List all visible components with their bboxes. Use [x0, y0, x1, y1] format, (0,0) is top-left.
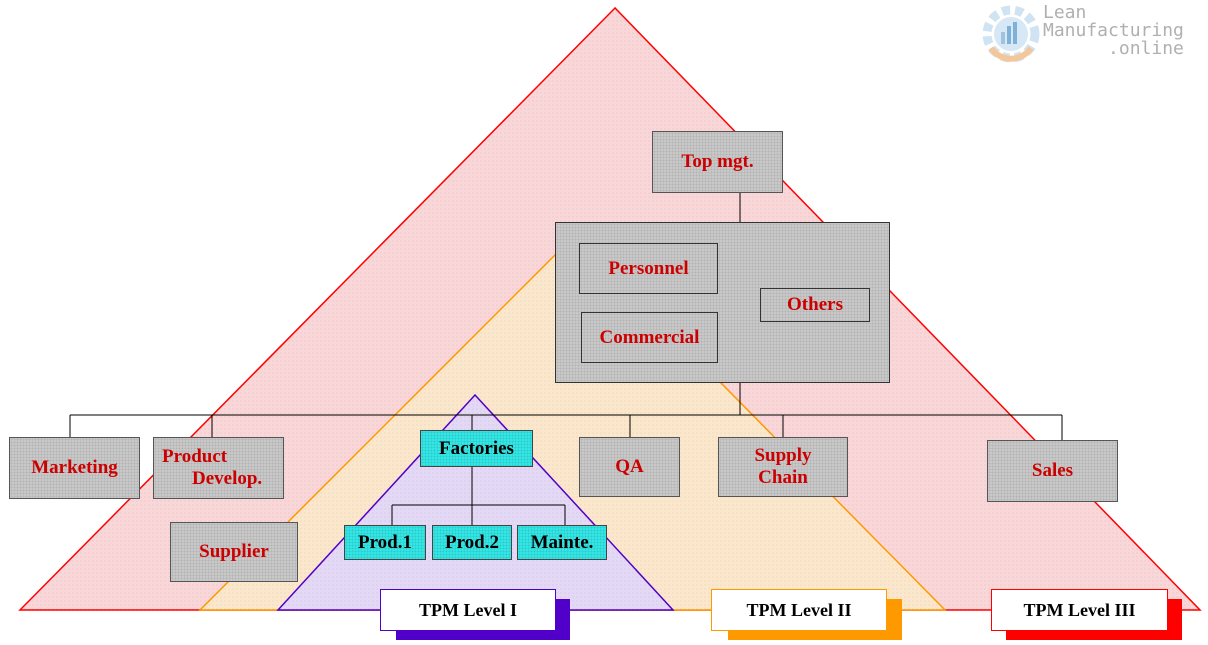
lean-manufacturing-logo-icon: [982, 5, 1040, 63]
supplier-box: Supplier: [170, 522, 298, 582]
qa-box: QA: [579, 437, 680, 497]
prod2-box: Prod.2: [432, 525, 512, 560]
logo-line-manufacturing: Manufacturing: [1043, 20, 1184, 41]
personnel-label: Personnel: [608, 257, 689, 279]
level3-label-box: TPM Level III: [991, 589, 1168, 631]
supply-chain-box: Supply Chain: [718, 437, 848, 497]
product-develop-label-line2: Develop.: [192, 468, 263, 489]
prod1-box: Prod.1: [344, 525, 426, 560]
level3-label: TPM Level III: [1023, 599, 1136, 620]
supplier-label: Supplier: [199, 541, 269, 563]
sales-box: Sales: [987, 440, 1118, 502]
marketing-box: Marketing: [9, 437, 140, 499]
top-mgt-box: Top mgt.: [652, 131, 783, 193]
level2-label-box: TPM Level II: [711, 589, 887, 631]
personnel-box: Personnel: [579, 243, 718, 294]
mainte-box: Mainte.: [517, 525, 607, 560]
product-develop-label-line1: Product: [162, 446, 228, 468]
marketing-label: Marketing: [31, 457, 118, 479]
mainte-label: Mainte.: [530, 531, 594, 553]
logo-line-lean: Lean: [1043, 2, 1087, 23]
level2-label: TPM Level II: [746, 599, 852, 620]
logo-text: Lean Manufacturing .online: [1043, 4, 1184, 58]
commercial-label: Commercial: [599, 326, 700, 348]
factories-label: Factories: [439, 437, 514, 459]
top-mgt-label: Top mgt.: [681, 151, 754, 173]
commercial-box: Commercial: [581, 312, 718, 363]
others-label: Others: [787, 294, 843, 316]
prod2-label: Prod.2: [444, 531, 499, 553]
level1-label: TPM Level I: [419, 599, 517, 620]
logo-line-online: .online: [1108, 38, 1184, 59]
others-box: Others: [760, 288, 870, 322]
supply-chain-label-line2: Chain: [758, 467, 808, 488]
qa-label: QA: [615, 456, 644, 478]
supply-chain-label-line1: Supply: [754, 445, 812, 467]
prod1-label: Prod.1: [357, 531, 412, 553]
level1-label-box: TPM Level I: [380, 589, 556, 631]
product-develop-box: Product Develop.: [153, 437, 284, 499]
sales-label: Sales: [1031, 460, 1074, 482]
staff-block: [555, 222, 890, 383]
factories-box: Factories: [420, 430, 533, 467]
